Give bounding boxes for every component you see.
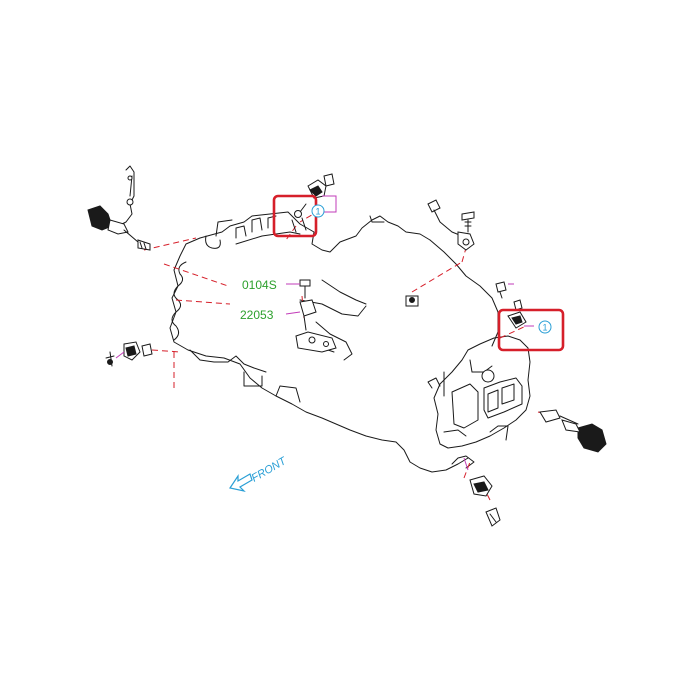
callout-right-number: 1: [542, 323, 547, 333]
top-cam-sensor: [291, 173, 337, 233]
left-lower-sensor: [105, 341, 153, 367]
highlight-box-right: [497, 308, 565, 352]
callout-top: 1: [311, 204, 325, 218]
engine-block-outline: [169, 211, 499, 473]
front-label: FRONT: [250, 455, 290, 485]
center-parts: [285, 279, 419, 353]
right-cam-sensor: [495, 281, 534, 329]
top-right-sensor: [427, 199, 475, 251]
part-label-22053: 22053: [240, 308, 274, 322]
part-label-0104s: 0104S: [242, 278, 277, 292]
right-coil: [539, 409, 607, 453]
bottom-sensor: [463, 457, 501, 527]
callout-right: 1: [538, 320, 552, 334]
left-sensor-bracket: [87, 165, 151, 251]
callout-top-number: 1: [315, 207, 320, 217]
front-arrow-icon: [229, 473, 253, 493]
transmission-housing: [427, 335, 531, 469]
